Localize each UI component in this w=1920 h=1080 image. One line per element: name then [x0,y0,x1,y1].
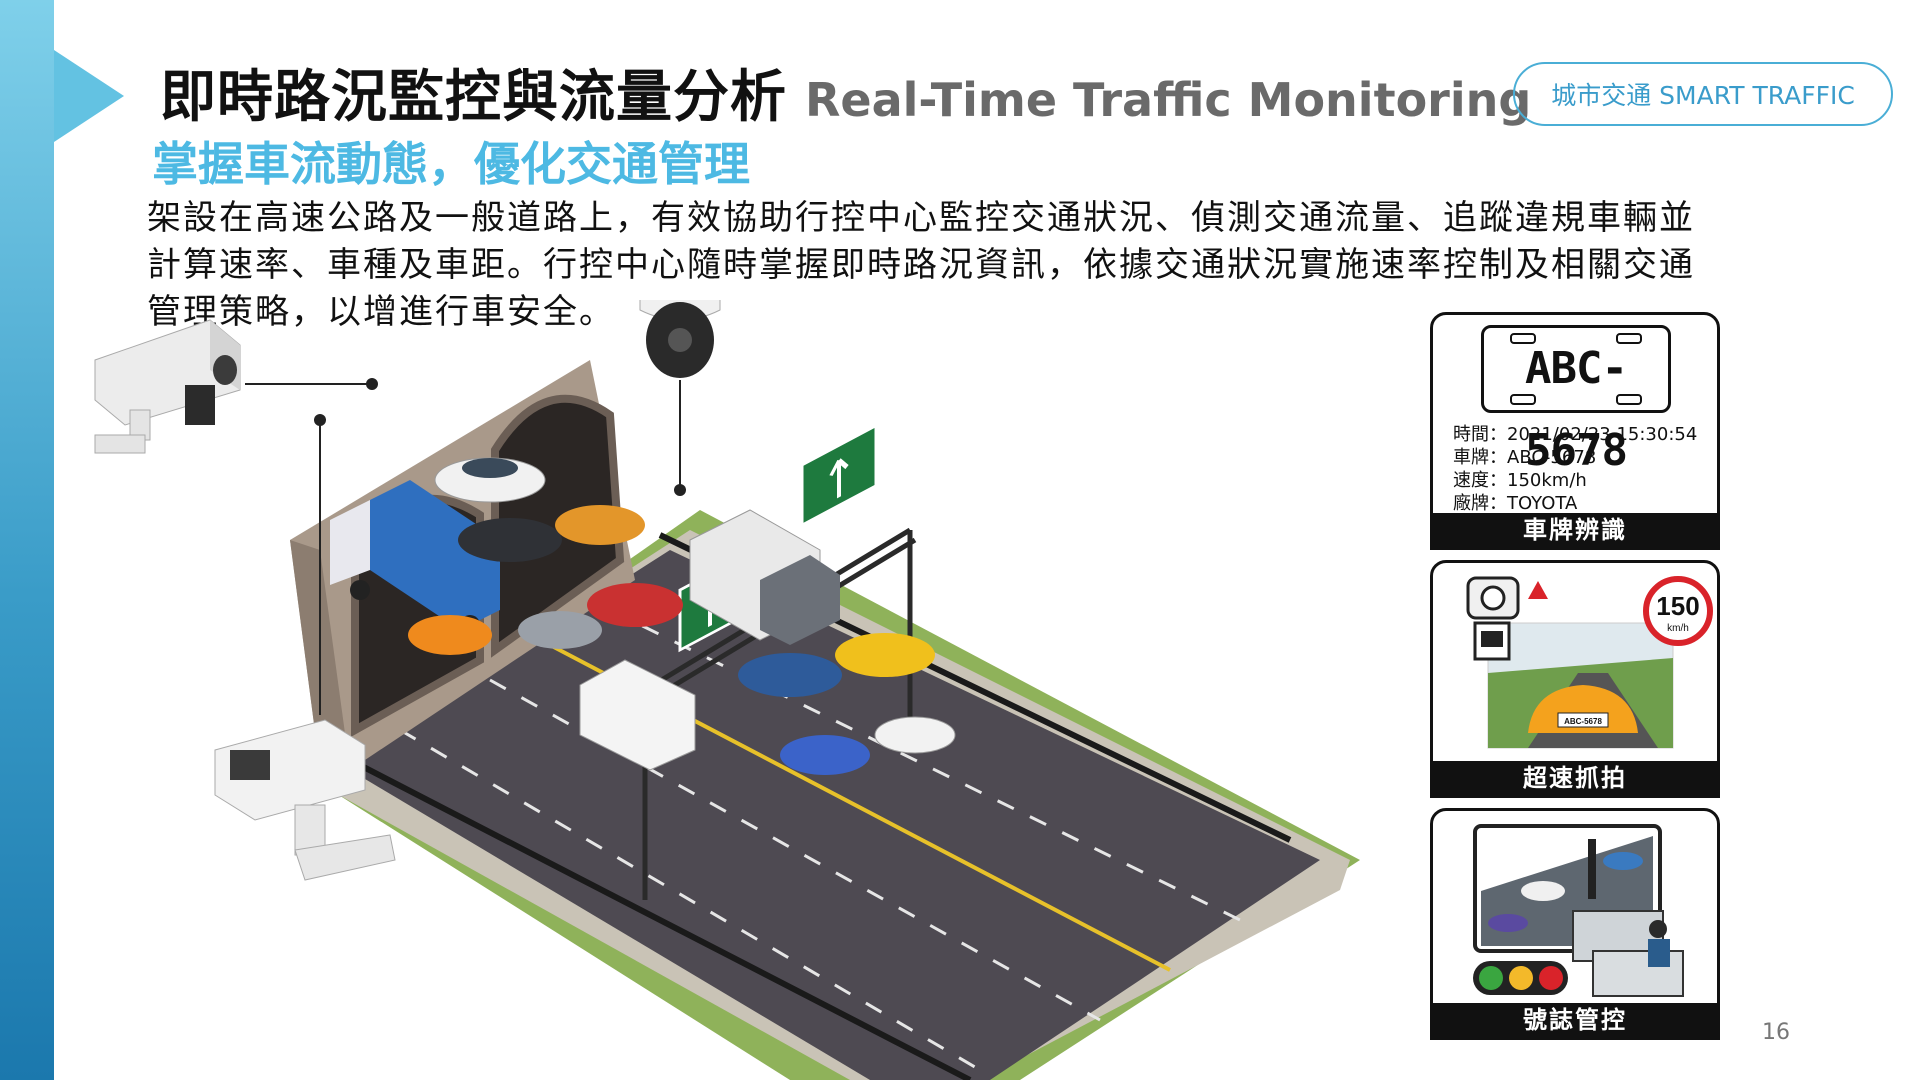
title-chinese: 即時路況監控與流量分析 [160,65,787,130]
anpr-camera-icon [214,719,396,881]
info-row-plate: 車牌：ABC-5678 [1453,447,1597,468]
car-red [587,583,683,627]
warning-icon [1528,581,1548,599]
taxi-yellow [835,633,935,677]
left-accent-bar [0,0,54,1080]
description-line: 架設在高速公路及一般道路上，有效協助行控中心監控交通狀況、偵測交通流量、追蹤違規… [147,198,1695,238]
panel-signal-control: 號誌管控 [1430,808,1720,1040]
page-title: 即時路況監控與流量分析 Real-Time Traffic Monitoring [160,52,1531,130]
panel-label-signal: 號誌管控 [1433,1003,1717,1037]
info-row-brand: 廠牌：TOYOTA [1453,493,1578,514]
panel-speeding-capture: 150 km/h ABC-5678 超速抓拍 [1430,560,1720,798]
control-center-operator-icon [1572,910,1684,997]
svg-text:150: 150 [1656,591,1699,621]
traffic-scene-illustration [94,300,1360,1080]
description: 架設在高速公路及一般道路上，有效協助行控中心監控交通狀況、偵測交通流量、追蹤違規… [147,195,1767,336]
svg-text:km/h: km/h [1667,623,1689,634]
license-plate-number: ABC-5678 [1525,343,1628,476]
subtitle: 掌握車流動態，優化交通管理 [152,137,750,191]
panel-plate-recognition: ABC-5678 時間：2021/02/23 15:30:54 車牌：ABC-5… [1430,312,1720,550]
panel-label-plate-recognition: 車牌辨識 [1433,513,1717,547]
car-orange-small [408,615,492,655]
camper-van [579,659,696,771]
page-number: 16 [1762,1020,1790,1045]
dome-camera-icon [639,300,721,378]
car-white [434,457,546,503]
speeding-car-icon: ABC-5678 [1528,685,1638,733]
description-line: 計算速率、車種及車距。行控中心隨時掌握即時路況資訊，依據交通狀況實施速率控制及相… [147,245,1695,285]
speed-limit-sign: 150 km/h [1643,576,1713,646]
car-orange [555,505,645,545]
speeding-illustration: 150 km/h ABC-5678 [1466,576,1713,749]
car-blue-small [780,735,870,775]
category-badge: 城市交通 SMART TRAFFIC [1513,62,1893,126]
title-english: Real-Time Traffic Monitoring [805,73,1532,127]
svg-text:ABC-5678: ABC-5678 [1564,717,1602,726]
car-grey [518,611,602,649]
traffic-light-icon [1473,961,1568,995]
description-line: 管理策略，以增進行車安全。 [147,292,615,332]
car-black [458,518,562,562]
plate-info: 時間：2021/02/23 15:30:54 車牌：ABC-5678 速度：15… [1453,423,1697,515]
car-white-suv [874,716,956,754]
license-plate: ABC-5678 [1481,325,1671,476]
guard-rail-near [348,757,972,1080]
title-arrow-icon [54,50,124,142]
box-camera-icon [94,319,241,454]
panel-label-speeding: 超速抓拍 [1433,761,1717,795]
truck-white [689,509,840,645]
speed-camera-icon [1466,576,1520,661]
info-row-time: 時間：2021/02/23 15:30:54 [1453,424,1698,445]
info-row-speed: 速度：150km/h [1453,470,1587,491]
signal-control-illustration [1473,824,1684,997]
road-sign-right [800,423,878,528]
car-blue [738,653,842,697]
